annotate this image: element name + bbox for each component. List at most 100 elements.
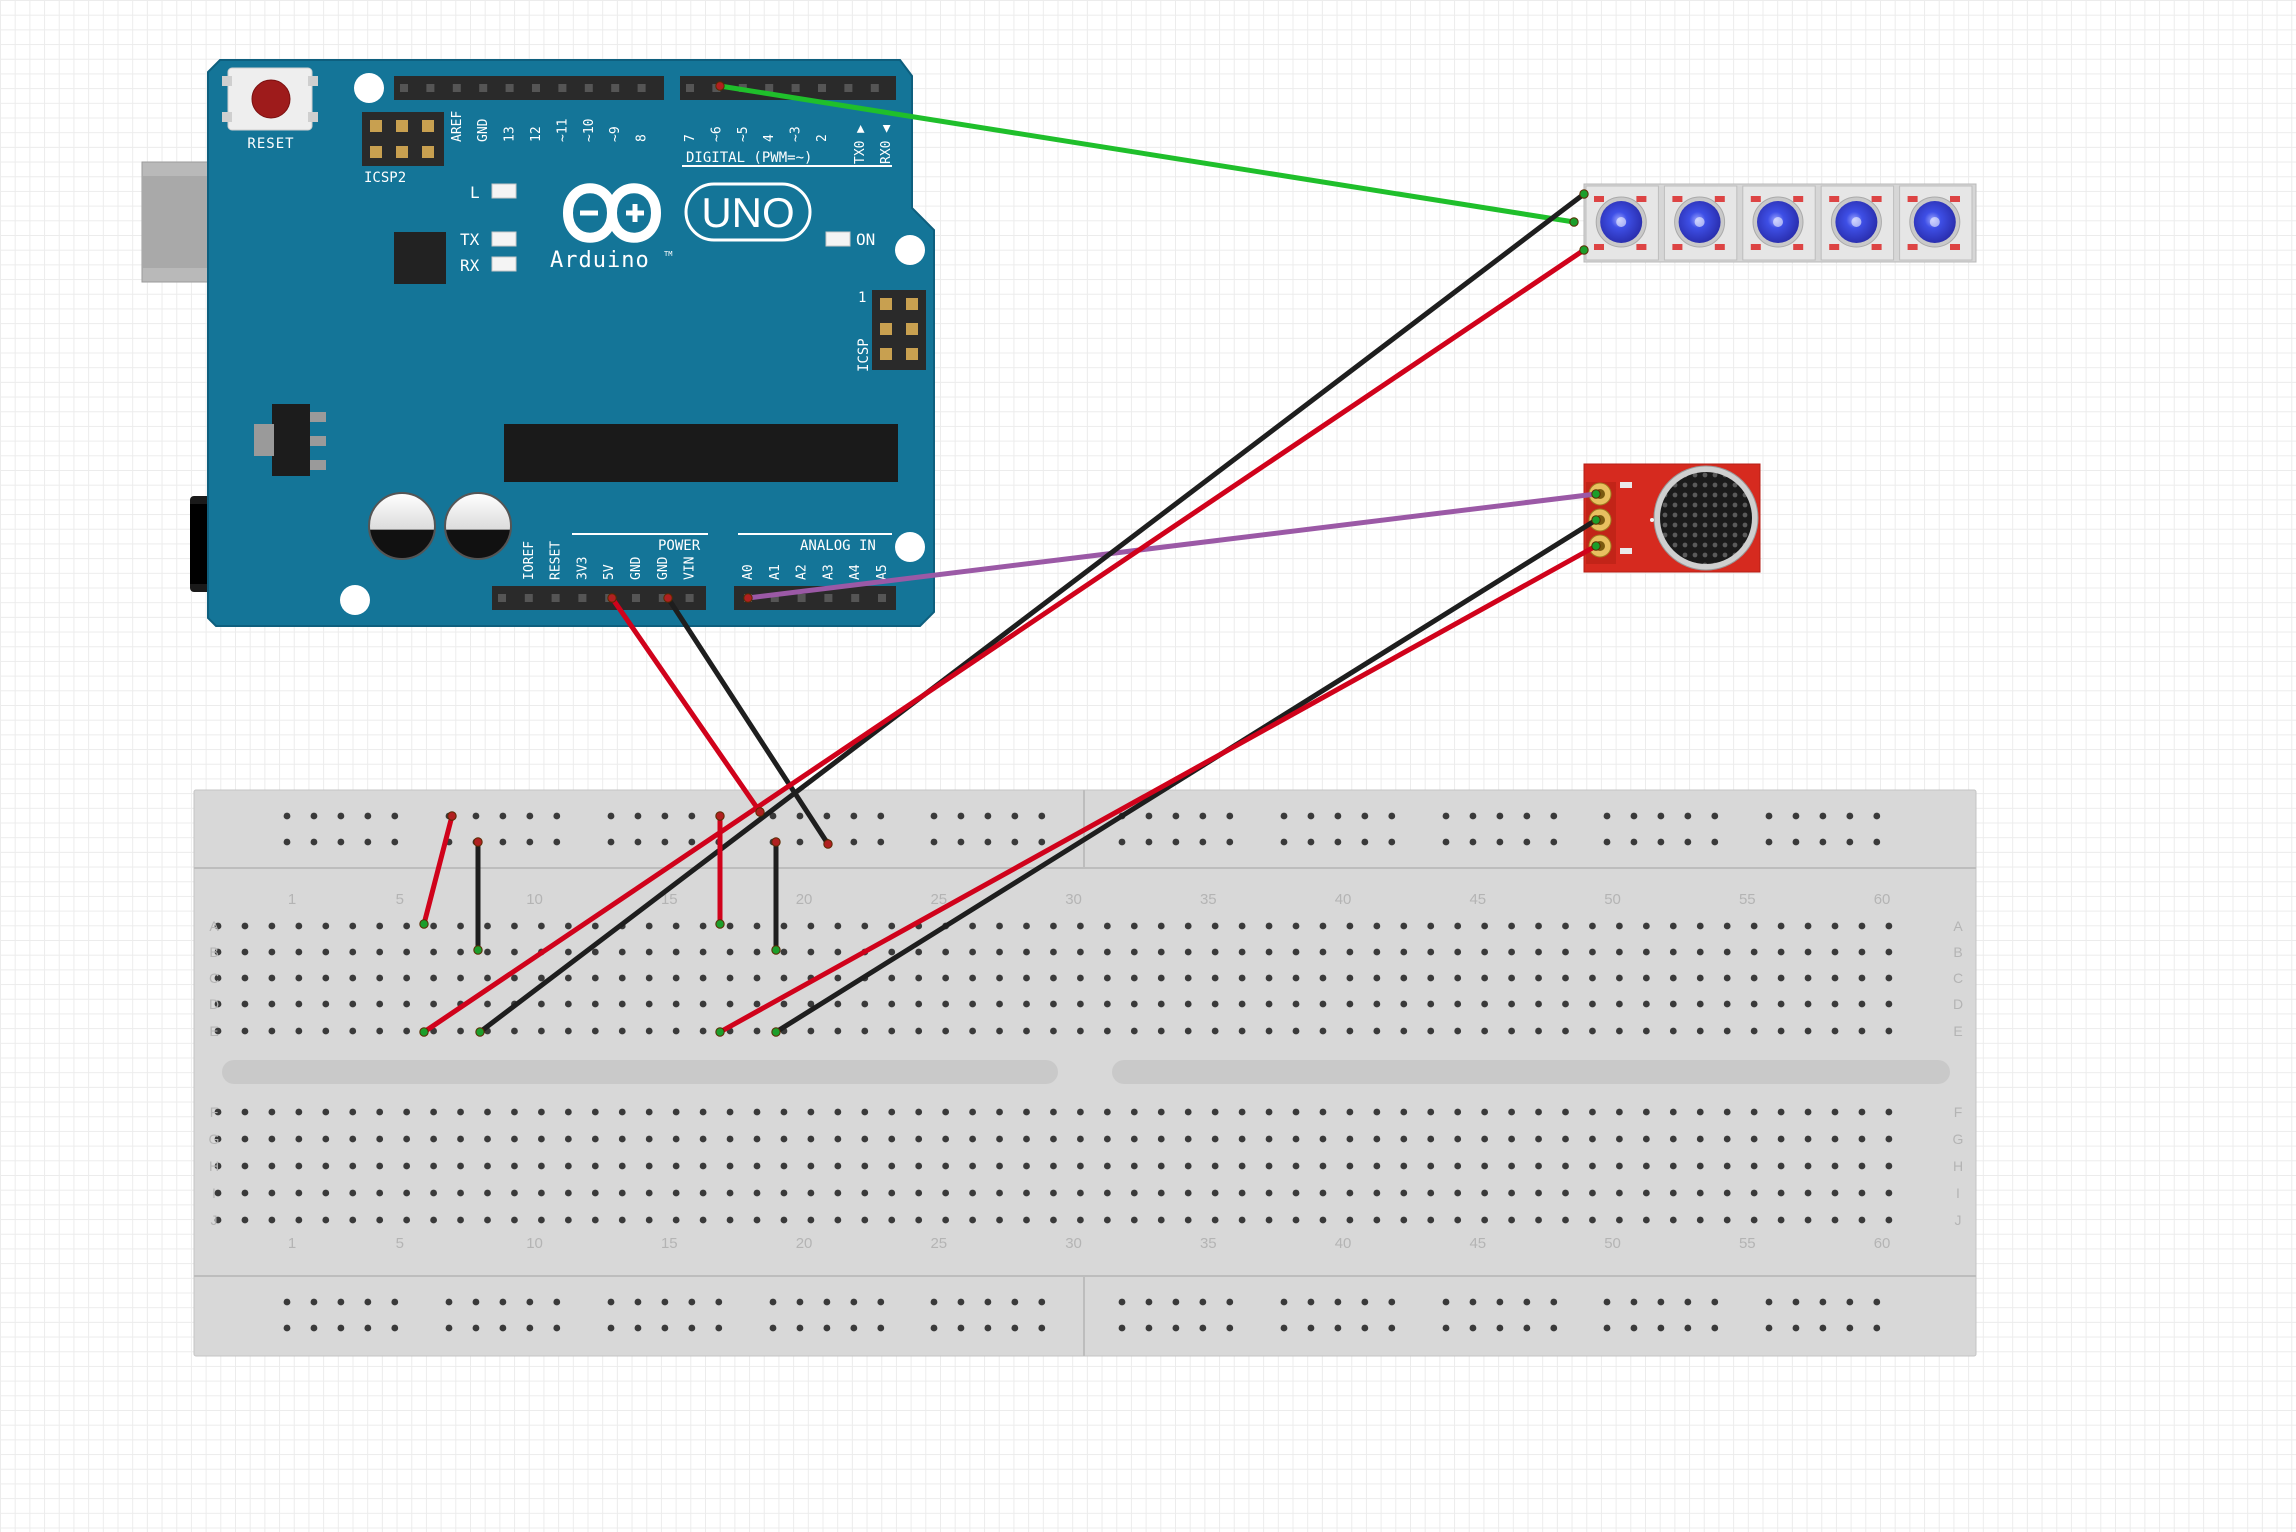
breadboard-hole[interactable] [618, 1189, 626, 1197]
breadboard-hole[interactable] [726, 1000, 734, 1008]
breadboard-hole[interactable] [1346, 922, 1354, 930]
breadboard-hole[interactable] [1858, 1027, 1866, 1035]
breadboard-hole[interactable] [699, 1189, 707, 1197]
rail-hole[interactable] [1523, 812, 1531, 820]
breadboard-hole[interactable] [349, 1135, 357, 1143]
breadboard-hole[interactable] [1804, 1108, 1812, 1116]
breadboard-hole[interactable] [1616, 1000, 1623, 1008]
breadboard-hole[interactable] [942, 974, 950, 982]
breadboard-hole[interactable] [1238, 1027, 1246, 1035]
breadboard-hole[interactable] [996, 1000, 1003, 1008]
rail-hole[interactable] [1657, 812, 1665, 820]
rail-hole[interactable] [769, 1324, 777, 1332]
breadboard-hole[interactable] [1130, 1216, 1138, 1224]
breadboard-hole[interactable] [564, 922, 572, 930]
rail-hole[interactable] [553, 812, 561, 820]
breadboard-hole[interactable] [1696, 1162, 1704, 1170]
breadboard-hole[interactable] [349, 1216, 357, 1224]
breadboard-hole[interactable] [861, 1000, 869, 1008]
rail-hole[interactable] [850, 1298, 858, 1306]
breadboard-hole[interactable] [861, 1216, 869, 1224]
breadboard-hole[interactable] [942, 948, 950, 956]
breadboard-hole[interactable] [1589, 1216, 1596, 1224]
breadboard-hole[interactable] [1373, 922, 1381, 930]
breadboard-hole[interactable] [888, 1027, 896, 1035]
breadboard-hole[interactable] [295, 1135, 303, 1143]
rail-hole[interactable] [1469, 1298, 1477, 1306]
rail-hole[interactable] [1603, 1298, 1611, 1306]
breadboard-hole[interactable] [564, 1216, 572, 1224]
breadboard-hole[interactable] [1211, 974, 1219, 982]
breadboard-hole[interactable] [1831, 1108, 1839, 1116]
rail-hole[interactable] [445, 1324, 453, 1332]
breadboard-hole[interactable] [268, 948, 276, 956]
breadboard-hole[interactable] [807, 1027, 815, 1035]
breadboard-hole[interactable] [969, 922, 976, 930]
breadboard-hole[interactable] [1265, 1216, 1273, 1224]
breadboard-hole[interactable] [1292, 1027, 1300, 1035]
breadboard-hole[interactable] [672, 1135, 680, 1143]
breadboard-hole[interactable] [1400, 922, 1408, 930]
breadboard-hole[interactable] [969, 974, 976, 982]
breadboard-hole[interactable] [1508, 948, 1515, 956]
breadboard-hole[interactable] [672, 922, 680, 930]
breadboard-hole[interactable] [1238, 1135, 1246, 1143]
breadboard-hole[interactable] [1427, 1189, 1435, 1197]
rail-hole[interactable] [499, 812, 507, 820]
rail-hole[interactable] [1172, 1324, 1180, 1332]
rail-hole[interactable] [1496, 812, 1504, 820]
breadboard-hole[interactable] [834, 1162, 842, 1170]
breadboard-hole[interactable] [915, 1135, 923, 1143]
breadboard-hole[interactable] [726, 1216, 734, 1224]
breadboard-hole[interactable] [1157, 1027, 1165, 1035]
breadboard-hole[interactable] [214, 1027, 222, 1035]
breadboard-hole[interactable] [376, 1216, 384, 1224]
breadboard-hole[interactable] [672, 1108, 680, 1116]
breadboard-hole[interactable] [538, 1027, 545, 1035]
breadboard-hole[interactable] [1750, 922, 1758, 930]
breadboard-hole[interactable] [1184, 1027, 1192, 1035]
rail-hole[interactable] [877, 838, 885, 846]
rail-hole[interactable] [634, 1298, 642, 1306]
breadboard-hole[interactable] [511, 1135, 518, 1143]
header-socket[interactable] [558, 84, 567, 92]
breadboard-hole[interactable] [834, 1027, 842, 1035]
breadboard-hole[interactable] [861, 922, 869, 930]
breadboard-hole[interactable] [1642, 922, 1650, 930]
breadboard-hole[interactable] [1427, 974, 1435, 982]
breadboard-hole[interactable] [1669, 1027, 1677, 1035]
breadboard-hole[interactable] [1858, 974, 1866, 982]
breadboard-hole[interactable] [268, 1027, 276, 1035]
breadboard-hole[interactable] [322, 1216, 330, 1224]
breadboard-hole[interactable] [1454, 974, 1462, 982]
breadboard-hole[interactable] [1346, 948, 1354, 956]
breadboard-hole[interactable] [1562, 1027, 1569, 1035]
breadboard-hole[interactable] [214, 1216, 222, 1224]
breadboard-hole[interactable] [403, 1189, 411, 1197]
breadboard-hole[interactable] [753, 1027, 761, 1035]
breadboard-hole[interactable] [1535, 1108, 1542, 1116]
header-socket[interactable] [686, 84, 694, 92]
rail-hole[interactable] [1765, 838, 1773, 846]
breadboard-hole[interactable] [1023, 974, 1030, 982]
breadboard-hole[interactable] [1696, 1000, 1704, 1008]
breadboard-hole[interactable] [591, 1135, 599, 1143]
breadboard-hole[interactable] [1023, 1162, 1030, 1170]
breadboard-hole[interactable] [888, 1135, 896, 1143]
breadboard-hole[interactable] [1400, 948, 1408, 956]
breadboard-hole[interactable] [1077, 1135, 1084, 1143]
rail-hole[interactable] [310, 838, 318, 846]
rail-hole[interactable] [1711, 838, 1719, 846]
rail-hole[interactable] [337, 1298, 345, 1306]
rail-hole[interactable] [526, 812, 534, 820]
header-socket[interactable] [851, 594, 860, 602]
breadboard-hole[interactable] [888, 1000, 896, 1008]
breadboard-hole[interactable] [1481, 922, 1489, 930]
rail-hole[interactable] [1550, 812, 1558, 820]
breadboard-hole[interactable] [1535, 922, 1542, 930]
rail-hole[interactable] [1011, 1324, 1019, 1332]
breadboard-hole[interactable] [942, 1027, 950, 1035]
rail-hole[interactable] [364, 812, 372, 820]
breadboard-hole[interactable] [672, 1162, 680, 1170]
breadboard-hole[interactable] [1050, 1027, 1057, 1035]
